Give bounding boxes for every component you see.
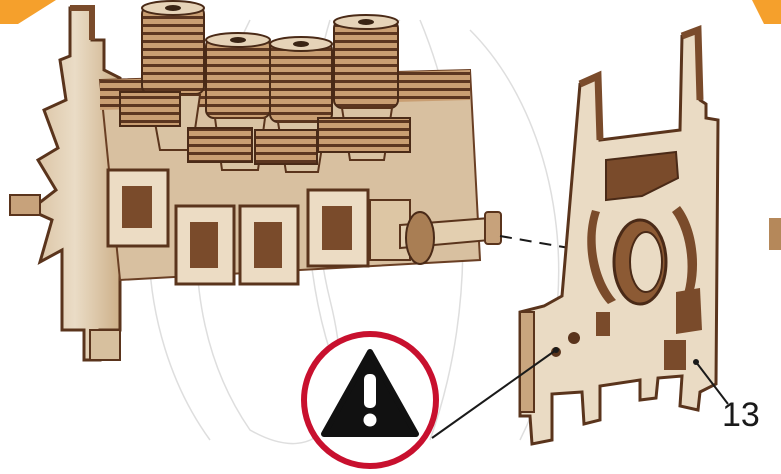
corner-marker-icon <box>752 0 781 24</box>
crank-block <box>308 190 368 266</box>
part-number-label: 13 <box>722 398 760 432</box>
edge-part-fragment <box>769 218 781 250</box>
frame-plate-part <box>520 30 718 444</box>
warning-leader-dot <box>553 347 559 353</box>
cylinder <box>206 33 270 118</box>
cylinder <box>334 15 398 108</box>
crank-block <box>240 206 298 284</box>
crank-block <box>176 206 234 284</box>
cylinder <box>270 37 332 122</box>
cylinder <box>142 1 204 94</box>
warning-triangle-icon <box>304 334 436 466</box>
corner-marker-icon <box>0 0 56 24</box>
crank-block <box>108 170 168 246</box>
engine-assembly <box>10 1 501 360</box>
part-leader-dot <box>693 359 699 365</box>
